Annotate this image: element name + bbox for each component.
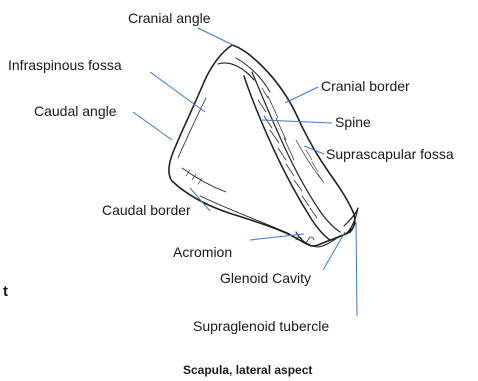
leader-caudal-angle bbox=[133, 112, 172, 140]
leader-infraspinous-fossa bbox=[150, 72, 205, 112]
label-cranial-border: Cranial border bbox=[321, 78, 410, 94]
leader-acromion bbox=[250, 234, 304, 240]
spine-ridge bbox=[244, 76, 330, 240]
label-infraspinous-fossa: Infraspinous fossa bbox=[8, 57, 122, 73]
leader-suprascapular-fossa bbox=[304, 146, 324, 154]
leader-cranial-angle bbox=[198, 28, 233, 45]
label-acromion: Acromion bbox=[173, 244, 232, 260]
edge-text-fragment: t bbox=[3, 283, 8, 300]
figure-caption: Scapula, lateral aspect bbox=[183, 363, 312, 377]
label-glenoid-cavity: Glenoid Cavity bbox=[220, 270, 311, 286]
leader-supraglenoid-tubercle bbox=[356, 222, 357, 316]
leader-cranial-border bbox=[285, 87, 318, 103]
label-spine: Spine bbox=[335, 114, 371, 130]
label-suprascapular-fossa: Suprascapular fossa bbox=[326, 146, 454, 162]
label-supraglenoid-tubercle: Supraglenoid tubercle bbox=[193, 318, 329, 334]
label-caudal-angle: Caudal angle bbox=[34, 103, 117, 119]
label-caudal-border: Caudal border bbox=[102, 202, 191, 218]
label-cranial-angle: Cranial angle bbox=[128, 10, 211, 26]
